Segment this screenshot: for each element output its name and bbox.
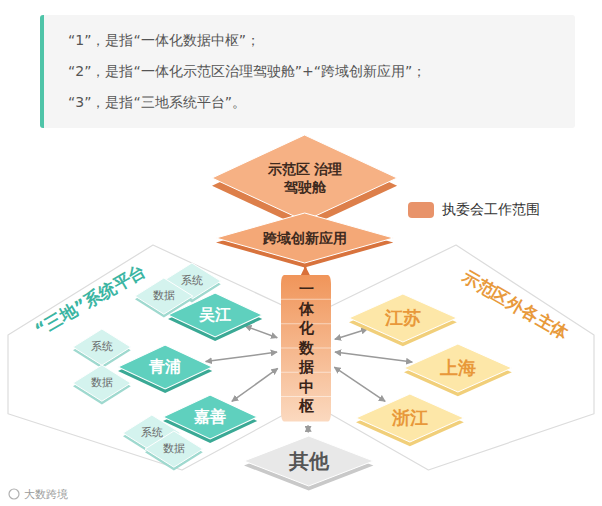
node-label: 系统 — [181, 274, 203, 288]
node-label: 吴江 — [199, 305, 231, 326]
legend-swatch — [408, 202, 434, 218]
node-label: 江苏 — [385, 306, 421, 329]
note-line: “2”，是指“一体化示范区治理驾驶舱”+“跨域创新应用”； — [68, 56, 551, 87]
region-heading: “三地”系统平台 — [31, 259, 150, 340]
platform-region: “三地”系统平台吴江系统数据青浦系统数据嘉善系统数据 — [8, 245, 298, 470]
province-diamond: 浙江 — [356, 394, 464, 442]
app-diamond: 跨域创新应用 — [216, 213, 393, 263]
note-box: “1”，是指“一体化数据中枢”；“2”，是指“一体化示范区治理驾驶舱”+“跨域创… — [40, 15, 575, 128]
connector — [245, 326, 277, 338]
node-label: 数据 — [91, 376, 113, 390]
connector — [232, 368, 278, 401]
note-line: “3”，是指“三地系统平台”。 — [68, 87, 551, 118]
connector — [206, 352, 277, 361]
data-hub-column: 一体化数据中枢 — [281, 275, 331, 422]
dashboard-diamond: 示范区 治理驾驶舱 — [212, 135, 397, 221]
connector — [304, 267, 306, 271]
node-label: 系统 — [141, 426, 163, 440]
node-label: 一体化数据中枢 — [299, 280, 314, 417]
node-label: 数据 — [153, 289, 175, 303]
note-line: “1”，是指“一体化数据中枢”； — [68, 25, 551, 56]
diamond-shape — [212, 135, 397, 221]
connector — [335, 329, 368, 339]
node-label: 青浦 — [149, 357, 181, 378]
province-diamond: 江苏 — [349, 294, 457, 342]
connector — [335, 352, 412, 362]
watermark-icon — [9, 489, 19, 499]
node-label: 其他 — [289, 448, 329, 474]
data-diamond: 数据 — [145, 431, 203, 467]
province-diamond: 上海 — [404, 344, 512, 392]
data-diamond: 数据 — [73, 365, 131, 401]
connector — [307, 425, 309, 432]
system-diamond: 系统 — [73, 329, 131, 365]
region-heading: 示范区外各主体 — [458, 266, 572, 345]
watermark: 大数跨境 — [24, 487, 68, 502]
node-label: 系统 — [91, 340, 113, 354]
outside-region: 示范区外各主体江苏上海浙江 — [318, 245, 594, 470]
legend-entry: 执委会工作范围 — [408, 201, 540, 219]
data-diamond: 数据 — [135, 278, 193, 314]
legend-text: 执委会工作范围 — [442, 201, 540, 219]
node-label: 上海 — [440, 356, 476, 379]
node-label: 嘉善 — [194, 407, 226, 428]
city-diamond: 青浦 — [118, 345, 212, 389]
node-label: 跨域创新应用 — [263, 229, 347, 247]
connector — [334, 367, 385, 401]
other-diamond: 其他 — [244, 436, 373, 486]
node-label: 数据 — [163, 442, 185, 456]
node-label: 示范区 治理驾驶舱 — [265, 160, 345, 196]
node-label: 浙江 — [392, 406, 428, 429]
